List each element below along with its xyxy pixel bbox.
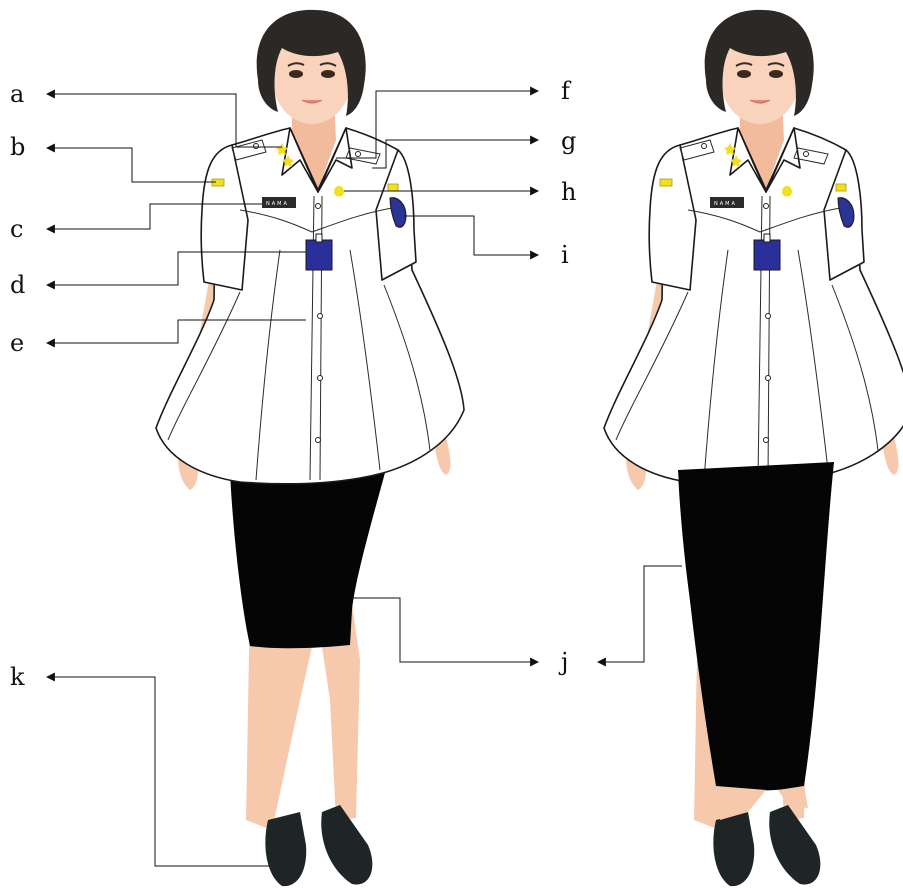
- label-a: a: [10, 80, 24, 108]
- label-e: e: [10, 329, 24, 357]
- label-i: i: [561, 241, 569, 269]
- nametag-right: NAMA: [714, 201, 737, 207]
- label-b: b: [10, 133, 25, 161]
- label-g: g: [561, 127, 576, 155]
- leader-k: [54, 677, 270, 866]
- label-j: j: [558, 648, 568, 676]
- leader-j-right: [605, 566, 682, 662]
- leader-j-left: [352, 598, 531, 662]
- figure-right: NAMA: [604, 10, 903, 886]
- label-d: d: [10, 271, 25, 299]
- label-c: c: [10, 215, 23, 243]
- label-k: k: [10, 663, 25, 691]
- leader-b: [54, 148, 216, 182]
- leader-a: [54, 94, 282, 147]
- label-f: f: [561, 77, 572, 105]
- figure-left: NAMA: [156, 10, 464, 886]
- nametag-left: NAMA: [266, 201, 289, 207]
- leader-i: [404, 216, 531, 255]
- label-h: h: [561, 178, 576, 206]
